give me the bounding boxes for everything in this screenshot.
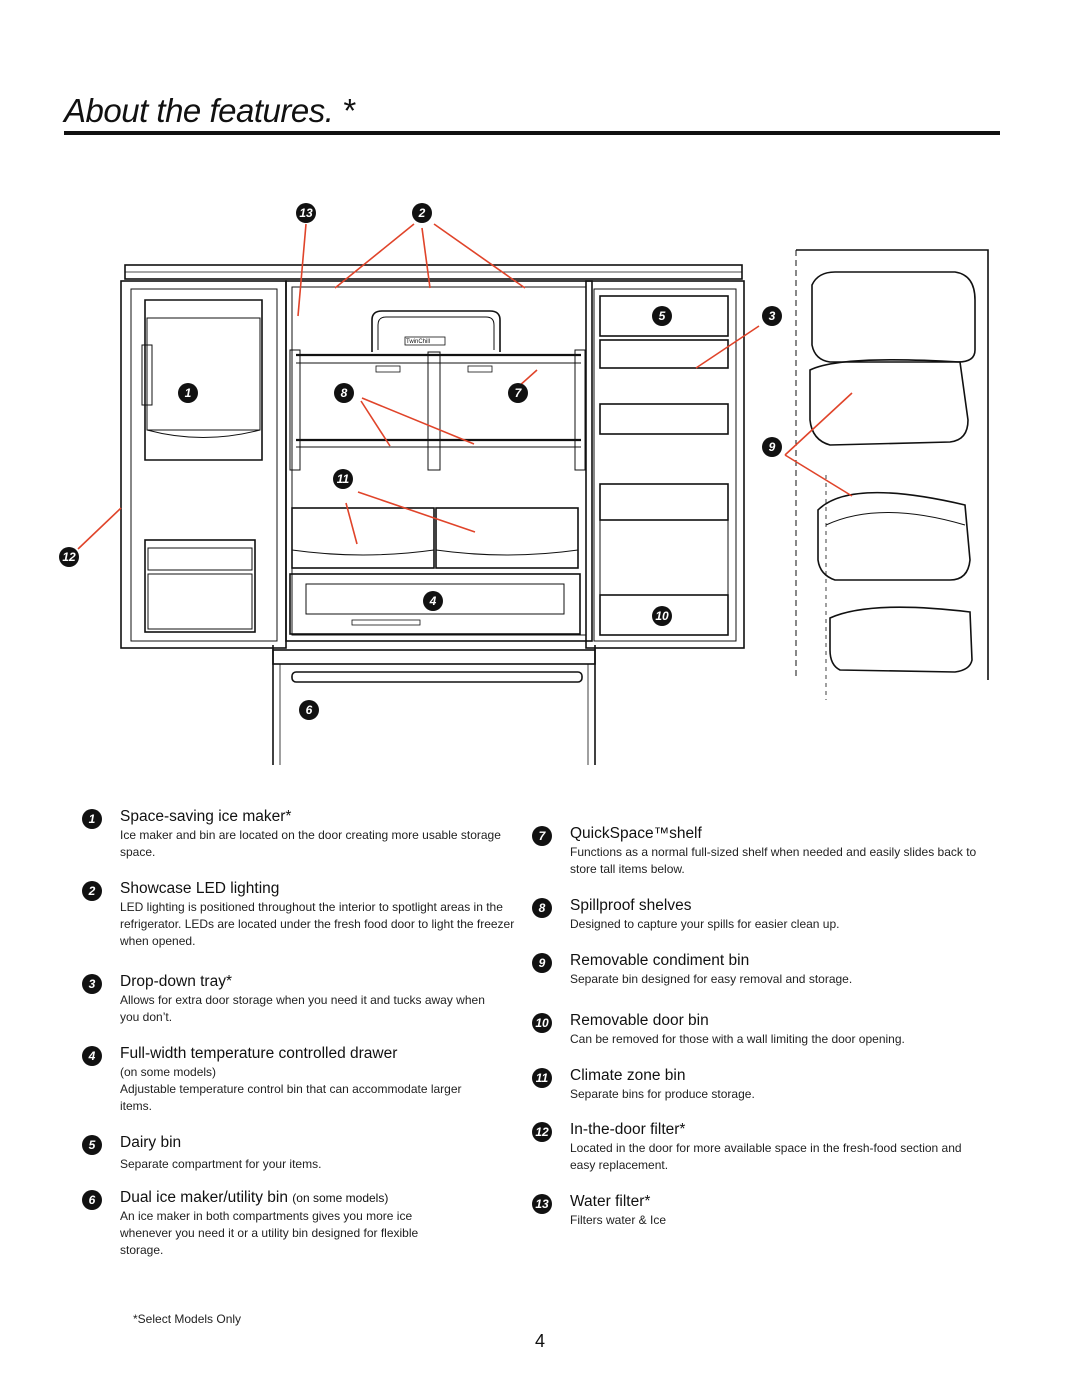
callout-7-icon: 7	[508, 383, 528, 403]
feature-title: Full-width temperature controlled drawer	[120, 1045, 398, 1062]
feature-number-icon: 8	[532, 898, 552, 918]
callout-8-icon: 8	[334, 383, 354, 403]
feature-title-note: (on some models)	[292, 1191, 389, 1205]
feature-title: In-the-door filter*	[570, 1121, 686, 1138]
feature-11: 11 Climate zone bin Separate bins for pr…	[532, 1067, 980, 1103]
callout-9-icon: 9	[762, 437, 782, 457]
callout-5-icon: 5	[652, 306, 672, 326]
feature-number-icon: 7	[532, 826, 552, 846]
feature-description: Designed to capture your spills for easi…	[570, 917, 840, 931]
feature-7: 7 QuickSpace™shelf Functions as a normal…	[532, 825, 980, 878]
feature-number-icon: 9	[532, 953, 552, 973]
feature-description: Separate bin designed for easy removal a…	[570, 972, 853, 986]
feature-title: Showcase LED lighting	[120, 880, 280, 897]
feature-number-icon: 2	[82, 881, 102, 901]
feature-title: Removable door bin	[570, 1012, 709, 1029]
callout-13-icon: 13	[296, 203, 316, 223]
feature-1: 1 Space-saving ice maker* Ice maker and …	[82, 808, 530, 861]
feature-title: QuickSpace™shelf	[570, 825, 702, 842]
feature-number-icon: 3	[82, 974, 102, 994]
feature-description: Adjustable temperature control bin that …	[120, 1082, 462, 1113]
page-title: About the features. *	[64, 92, 355, 129]
feature-description: Located in the door for more available s…	[570, 1141, 962, 1172]
feature-title: Climate zone bin	[570, 1067, 686, 1084]
page-number: 4	[534, 1331, 545, 1351]
feature-title: Space-saving ice maker*	[120, 808, 292, 825]
feature-description: Separate bins for produce storage.	[570, 1087, 755, 1101]
feature-5: 5 Dairy bin Separate compartment for you…	[82, 1134, 530, 1173]
feature-12: 12 In-the-door filter* Located in the do…	[532, 1121, 990, 1174]
feature-description: LED lighting is positioned throughout th…	[120, 900, 515, 948]
title-rule	[64, 131, 1000, 135]
feature-number-icon: 4	[82, 1046, 102, 1066]
feature-title: Water filter*	[570, 1193, 651, 1210]
callout-2-icon: 2	[412, 203, 432, 223]
feature-number-icon: 10	[532, 1013, 552, 1033]
feature-13: 13 Water filter* Filters water & Ice	[532, 1193, 980, 1229]
callout-10-icon: 10	[652, 606, 672, 626]
feature-number-icon: 6	[82, 1190, 102, 1210]
feature-title: Dual ice maker/utility bin	[120, 1189, 288, 1206]
feature-number-icon: 1	[82, 809, 102, 829]
feature-description: Separate compartment for your items.	[120, 1157, 322, 1171]
feature-number-icon: 5	[82, 1135, 102, 1155]
feature-description: Functions as a normal full-sized shelf w…	[570, 845, 977, 876]
feature-6: 6 Dual ice maker/utility bin (on some mo…	[82, 1189, 450, 1259]
feature-9: 9 Removable condiment bin Separate bin d…	[532, 952, 980, 988]
feature-2: 2 Showcase LED lighting LED lighting is …	[82, 880, 518, 950]
callout-11-icon: 11	[333, 469, 353, 489]
feature-description: An ice maker in both compartments gives …	[120, 1209, 419, 1257]
feature-description: Allows for extra door storage when you n…	[120, 993, 485, 1024]
feature-title: Spillproof shelves	[570, 897, 692, 914]
feature-number-icon: 13	[532, 1194, 552, 1214]
feature-note: (on some models)	[120, 1065, 217, 1079]
callout-6-icon: 6	[299, 700, 319, 720]
feature-title: Dairy bin	[120, 1134, 182, 1151]
feature-8: 8 Spillproof shelves Designed to capture…	[532, 897, 980, 933]
feature-10: 10 Removable door bin Can be removed for…	[532, 1012, 990, 1048]
callout-4-icon: 4	[423, 591, 443, 611]
feature-title: Drop-down tray*	[120, 973, 232, 990]
callout-12-icon: 12	[59, 547, 79, 567]
brand-label: TwinChill	[406, 339, 430, 345]
feature-3: 3 Drop-down tray* Allows for extra door …	[82, 973, 500, 1026]
footnote: *Select Models Only	[133, 1312, 242, 1326]
feature-number-icon: 12	[532, 1122, 552, 1142]
feature-description: Filters water & Ice	[570, 1213, 667, 1227]
feature-4: 4 Full-width temperature controlled draw…	[82, 1045, 480, 1115]
feature-number-icon: 11	[532, 1068, 552, 1088]
callout-1-icon: 1	[178, 383, 198, 403]
feature-title: Removable condiment bin	[570, 952, 750, 969]
callout-3-icon: 3	[762, 306, 782, 326]
feature-description: Ice maker and bin are located on the doo…	[120, 828, 501, 859]
feature-description: Can be removed for those with a wall lim…	[570, 1032, 905, 1046]
refrigerator-diagram: TwinChill	[77, 223, 989, 765]
